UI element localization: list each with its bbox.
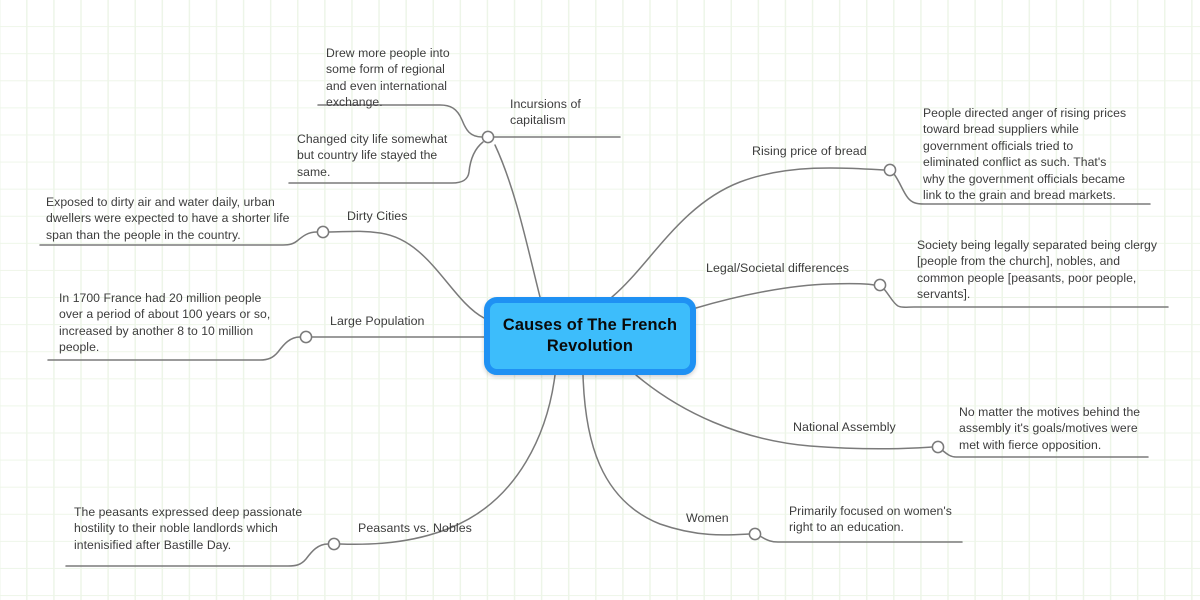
leaf-label-hostility-noble-landlords[interactable]: The peasants expressed deep passionate h…	[74, 505, 303, 552]
branch-label-incursions-of-capitalism[interactable]: Incursions of capitalism	[510, 97, 581, 128]
branch-label-large-population[interactable]: Large Population	[330, 314, 425, 328]
wire-center-to-peasants	[339, 374, 556, 546]
leaf-label-anger-toward-bread-suppliers[interactable]: People directed anger of rising prices t…	[923, 106, 1127, 203]
wire-center-to-national-assembly	[635, 374, 933, 450]
leaf-label-fierce-opposition[interactable]: No matter the motives behind the assembl…	[959, 405, 1141, 452]
leaf-label-changed-city-life[interactable]: Changed city life somewhat but country l…	[297, 132, 448, 179]
wire-women-to-leaf	[759, 535, 963, 543]
branch-label-dirty-cities[interactable]: Dirty Cities	[347, 209, 408, 223]
branch-label-peasants-vs-nobles[interactable]: Peasants vs. Nobles	[358, 521, 472, 535]
leaf-label-population-growth-1700[interactable]: In 1700 France had 20 million people ove…	[59, 291, 271, 355]
node-circle-peasants[interactable]	[327, 537, 341, 551]
branch-label-national-assembly[interactable]: National Assembly	[793, 420, 896, 434]
leaf-label-regional-international-exchange[interactable]: Drew more people into some form of regio…	[326, 46, 450, 110]
leaf-label-society-legally-separated[interactable]: Society being legally separated being cl…	[917, 238, 1158, 302]
wire-center-to-dirty-cities	[328, 230, 485, 319]
node-circle-women[interactable]	[748, 527, 762, 541]
branch-label-women[interactable]: Women	[686, 511, 729, 525]
branch-label-legal-societal-differences[interactable]: Legal/Societal differences	[706, 261, 849, 275]
node-circle-rising-bread[interactable]	[883, 163, 897, 177]
center-node[interactable]: Causes of The French Revolution	[484, 297, 696, 375]
center-node-title: Causes of The French Revolution	[502, 316, 678, 355]
node-circle-legal-societal[interactable]	[873, 278, 887, 292]
node-circle-national-assembly[interactable]	[931, 440, 945, 454]
wire-center-to-legal-societal	[695, 282, 875, 309]
branch-label-rising-price-of-bread[interactable]: Rising price of bread	[752, 144, 867, 158]
wire-center-to-incursions	[494, 144, 541, 298]
leaf-label-right-to-education[interactable]: Primarily focused on women's right to an…	[789, 504, 952, 535]
wire-center-to-rising-bread	[611, 167, 885, 298]
leaf-label-shorter-life-span[interactable]: Exposed to dirty air and water daily, ur…	[46, 195, 290, 242]
